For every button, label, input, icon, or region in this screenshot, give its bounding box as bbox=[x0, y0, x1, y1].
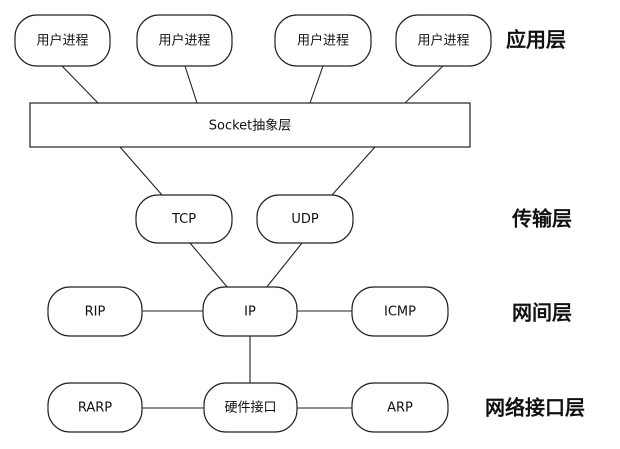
edge-socket-udp bbox=[331, 146, 376, 196]
node-user-process-2: 用户进程 bbox=[136, 14, 233, 67]
edge-process1-socket bbox=[61, 65, 99, 104]
node-hardware-interface: 硬件接口 bbox=[203, 382, 298, 433]
node-tcp: TCP bbox=[135, 194, 233, 244]
node-label: Socket抽象层 bbox=[209, 119, 292, 134]
node-udp: UDP bbox=[256, 194, 354, 244]
node-rarp: RARP bbox=[47, 382, 143, 433]
edge-socket-tcp bbox=[119, 146, 163, 196]
node-label: 用户进程 bbox=[297, 33, 349, 49]
edge-tcp-ip bbox=[189, 242, 229, 289]
node-user-process-4: 用户进程 bbox=[395, 14, 492, 67]
node-label: ARP bbox=[387, 401, 413, 416]
node-arp: ARP bbox=[351, 382, 449, 433]
edge-udp-ip bbox=[265, 242, 303, 289]
layer-label-application: 应用层 bbox=[506, 28, 566, 52]
node-label: UDP bbox=[291, 212, 319, 227]
layer-label-network: 网间层 bbox=[512, 301, 572, 325]
node-ip: IP bbox=[202, 286, 298, 337]
node-label: 硬件接口 bbox=[224, 400, 276, 416]
edge-process2-socket bbox=[184, 65, 198, 104]
node-socket-layer: Socket抽象层 bbox=[29, 102, 471, 148]
node-user-process-1: 用户进程 bbox=[14, 14, 111, 67]
node-label: 用户进程 bbox=[158, 33, 210, 49]
edge-process3-socket bbox=[309, 65, 324, 104]
node-label: 用户进程 bbox=[36, 33, 88, 49]
edge-process4-socket bbox=[404, 65, 444, 104]
layer-label-link: 网络接口层 bbox=[485, 396, 585, 420]
node-label: TCP bbox=[171, 212, 196, 227]
diagram-edges bbox=[61, 65, 444, 409]
node-label: ICMP bbox=[384, 305, 416, 320]
node-user-process-3: 用户进程 bbox=[274, 14, 372, 67]
node-icmp: ICMP bbox=[351, 286, 449, 337]
node-label: RIP bbox=[85, 305, 106, 320]
node-label: RARP bbox=[78, 401, 112, 416]
layer-label-transport: 传输层 bbox=[511, 207, 572, 231]
node-label: IP bbox=[244, 305, 256, 320]
node-rip: RIP bbox=[47, 286, 143, 337]
node-label: 用户进程 bbox=[417, 33, 469, 49]
